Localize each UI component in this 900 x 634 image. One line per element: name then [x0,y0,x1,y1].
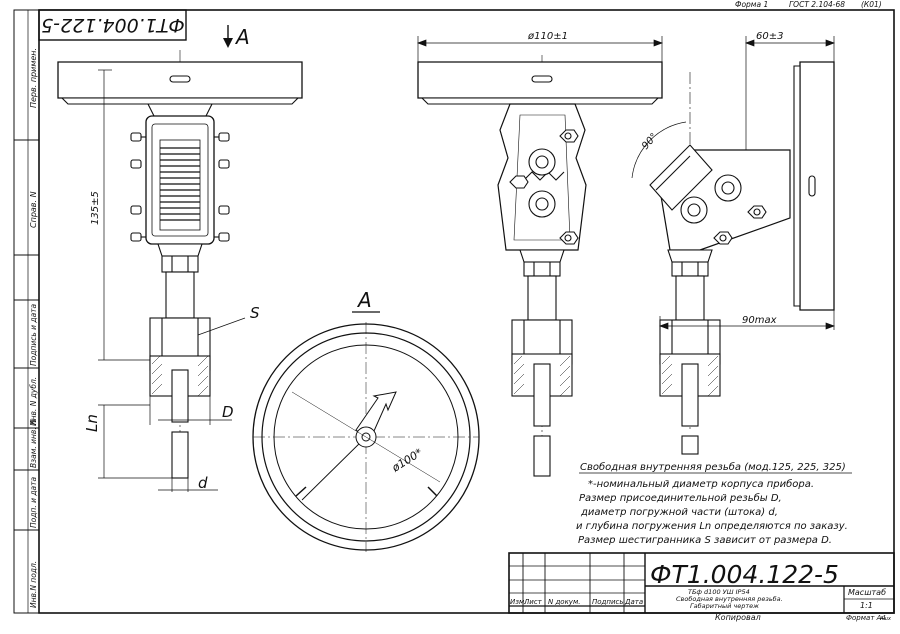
side-stamp-3: Инв. N дубл. [29,377,38,426]
notes-title: Свободная внутренняя резьба (мод.125, 22… [580,461,846,473]
form-label: Форма 1 [735,0,768,9]
rotated-code-box [38,9,187,41]
front-hatch [151,355,209,397]
copied-label: Копировал [715,613,761,622]
width-dimension: ø110±1 [527,31,568,42]
side-hatch [513,355,571,397]
col-date: Дата [624,598,643,606]
desc-line-2: Свободная внутренняя резьба. [676,595,783,603]
profile-hatch [661,355,719,397]
title-block [508,552,895,614]
col-list: Лист [523,598,543,606]
col-doc: N докум. [548,598,580,606]
max-length-dimension: 90max [742,315,777,326]
side-stamp-0: Перв. примен. [29,48,38,108]
format-extra: Ашх [879,616,891,622]
format-label: Формат А4 [846,614,886,622]
width-dimension-lines [417,36,663,62]
front-dimensions [98,69,246,492]
profile-dimension-lines [631,36,835,330]
designation: ФТ1.004.122-5 [650,560,839,589]
desc-line-3: Габаритный чертеж [690,602,759,610]
desc-line-1: ТБф d100 УШ IP54 [688,588,750,596]
note-line-4: Размер шестигранника S зависит от размер… [578,535,832,546]
note-line-2: диаметр погружной части (штока) d, [580,507,778,518]
scale-label: Масштаб [848,588,886,597]
profile-view [649,61,835,455]
note-line-0: *-номинальный диаметр корпуса прибора. [588,478,814,490]
side-view [417,55,663,477]
dial-dimension: ø100* [389,446,425,475]
col-sign: Подпись [592,598,624,606]
side-stamp-5: Подп. и дата [29,477,38,528]
side-stamp-frame [13,9,40,614]
depth-dimension: 60±3 [756,31,783,42]
d-lower-dimension: d [198,474,208,492]
d-upper-dimension: D [222,403,234,421]
side-stamp-2: Подпись и дата [29,303,38,366]
s-dimension: S [250,304,260,322]
side-stamp-1: Справ. N [29,191,38,228]
col-izm: Изм. [510,598,526,606]
code-label: (К01) [861,0,882,9]
dial-view [252,322,480,552]
standard-label: ГОСТ 2.104-68 [789,0,845,9]
ln-dimension: Ln [83,414,101,432]
note-line-3: и глубина погружения Ln определяются по … [576,520,848,532]
front-view [57,50,303,479]
height-dimension: 135±5 [90,191,101,225]
note-line-1: Размер присоединительной резьбы D, [579,492,782,504]
view-label: А [234,25,250,49]
section-label: А [356,288,372,312]
rotated-code: ФТ1.004.122-5 [41,14,185,36]
scale-value: 1:1 [860,601,873,610]
side-stamp-6: Инв.N подл. [29,561,38,608]
side-stamp-4: Взам. инв. N [29,419,38,468]
